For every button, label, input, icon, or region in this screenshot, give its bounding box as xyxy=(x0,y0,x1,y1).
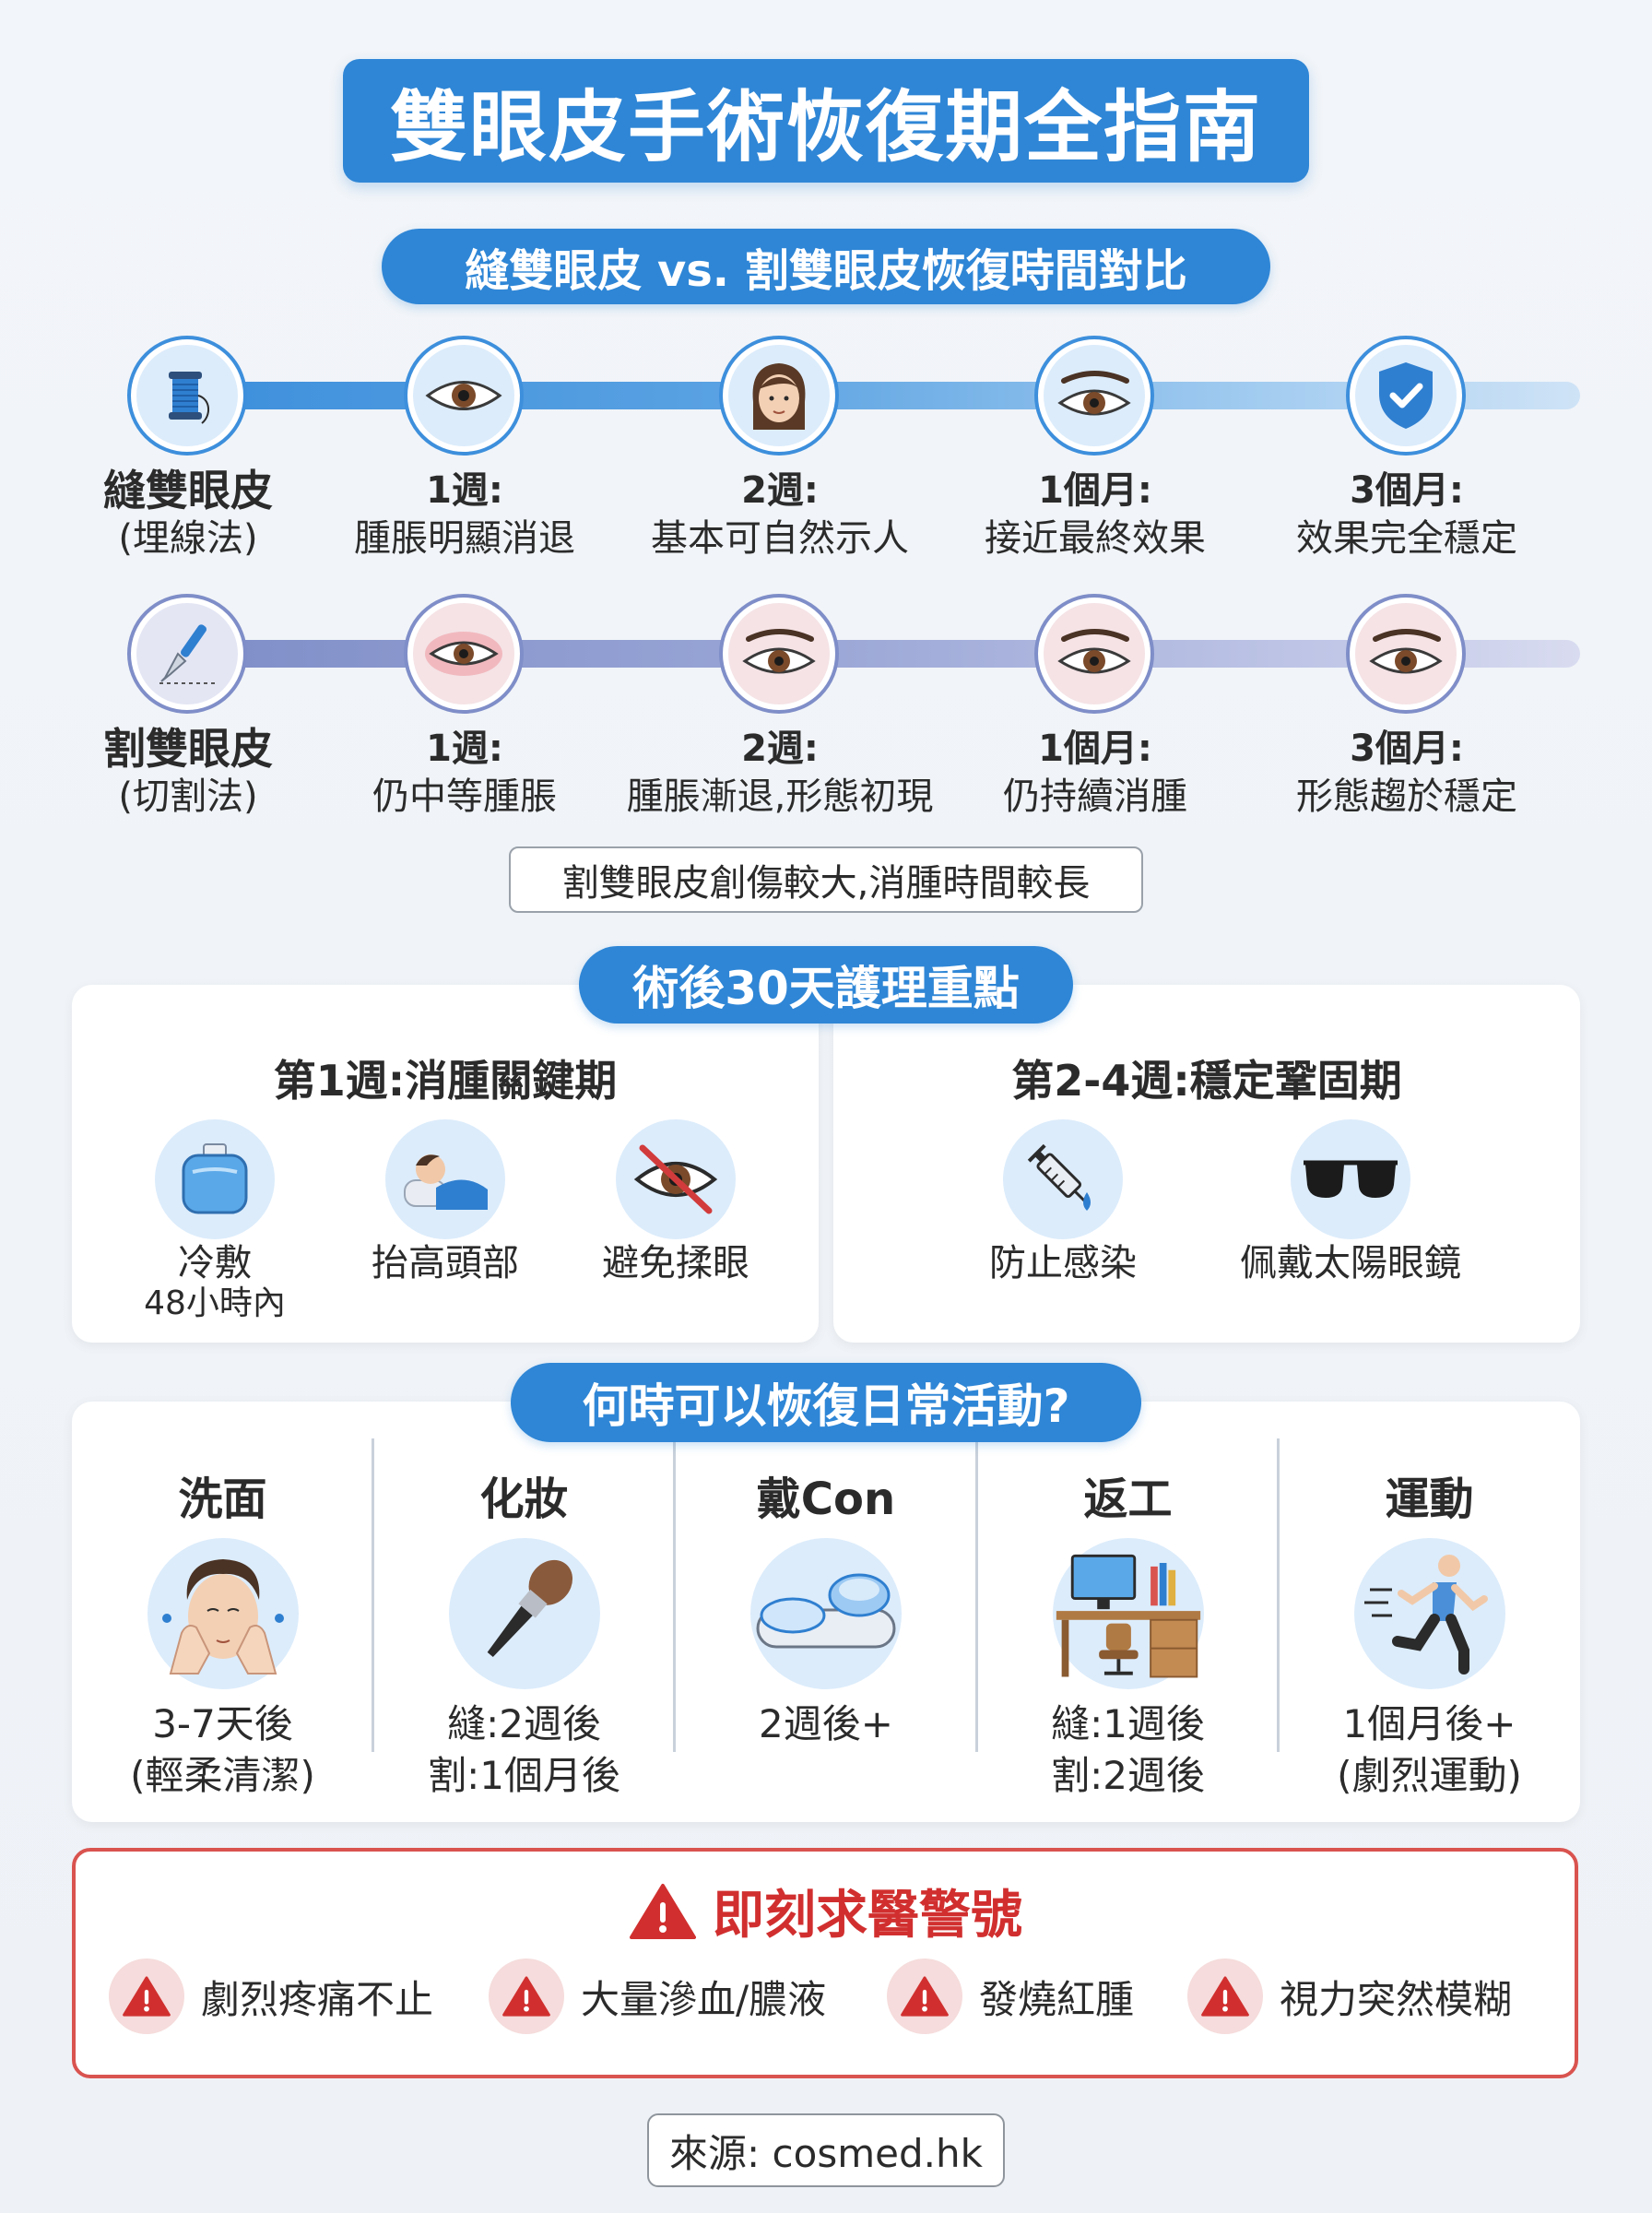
suture-step2-desc: 基本可自然示人 xyxy=(651,517,909,560)
incision-week2-node xyxy=(719,594,839,714)
warning-icon xyxy=(630,1883,696,1939)
warning-icon xyxy=(887,1959,962,2034)
suture-step3-desc: 接近最終效果 xyxy=(985,517,1206,560)
warning-icon xyxy=(489,1959,564,2034)
care-section-title: 術後30天護理重點 xyxy=(579,946,1073,1024)
warning-item: 視力突然模糊 xyxy=(1187,1959,1512,2034)
incision-month3-node xyxy=(1346,594,1466,714)
incision-label: 割雙眼皮 xyxy=(103,724,273,774)
care-item-label: 防止感染 xyxy=(989,1242,1137,1284)
week1-title: 第1週:消腫關鍵期 xyxy=(273,1056,618,1106)
source-label: 來源: cosmed.hk xyxy=(647,2113,1005,2187)
warning-item: 大量滲血/膿液 xyxy=(489,1959,826,2034)
activity-time-1: 縫:1週後 xyxy=(1051,1701,1205,1746)
incision-month1-node xyxy=(1034,594,1154,714)
suture-step4-desc: 效果完全穩定 xyxy=(1296,517,1517,560)
suture-start-node xyxy=(127,336,247,456)
eye-with-brow-icon xyxy=(1044,603,1145,704)
swollen-eye-icon xyxy=(413,603,514,704)
activity-name: 戴Con xyxy=(756,1473,896,1525)
sunglasses-icon xyxy=(1291,1119,1410,1239)
activity-name: 運動 xyxy=(1385,1473,1474,1525)
incision-step1-time: 1週: xyxy=(426,728,503,770)
warning-item: 發燒紅腫 xyxy=(887,1959,1134,2034)
care-item-label: 冷敷 xyxy=(178,1242,252,1284)
incision-step1-desc: 仍中等腫脹 xyxy=(372,775,557,818)
eye-with-brow-icon xyxy=(1355,603,1457,704)
eye-with-brow-icon xyxy=(1044,345,1145,446)
warning-item: 劇烈疼痛不止 xyxy=(109,1959,433,2034)
activity-time-1: 1個月後+ xyxy=(1342,1701,1516,1746)
suture-week2-node xyxy=(719,336,839,456)
activity-exercise: 運動 1個月後+ (劇烈運動) xyxy=(1279,1402,1580,1822)
makeup-brush-icon xyxy=(449,1538,600,1689)
activity-time-1: 2週後+ xyxy=(759,1701,893,1746)
activity-time-1: 縫:2週後 xyxy=(447,1701,601,1746)
suture-step2-time: 2週: xyxy=(741,469,819,512)
suture-method: (埋線法) xyxy=(118,517,258,560)
warning-text: 視力突然模糊 xyxy=(1280,1976,1513,2022)
activity-time-2: (劇烈運動) xyxy=(1337,1753,1522,1798)
incision-step3-desc: 仍持續消腫 xyxy=(1003,775,1187,818)
incision-start-node xyxy=(127,594,247,714)
running-icon xyxy=(1354,1538,1505,1689)
eye-with-brow-icon xyxy=(728,603,830,704)
incision-step4-time: 3個月: xyxy=(1350,728,1464,770)
suture-step3-time: 1個月: xyxy=(1038,469,1152,512)
scalpel-icon xyxy=(136,603,238,704)
warning-text: 劇烈疼痛不止 xyxy=(201,1976,434,2022)
activity-name: 化妝 xyxy=(479,1473,569,1525)
incision-week1-node xyxy=(404,594,524,714)
activity-work: 返工 縫:1週後 割:2週後 xyxy=(977,1402,1279,1822)
warning-icon xyxy=(1187,1959,1263,2034)
shield-check-icon xyxy=(1355,345,1457,446)
face-wash-icon xyxy=(148,1538,299,1689)
incision-step2-time: 2週: xyxy=(741,728,819,770)
suture-step1-desc: 腫脹明顯消退 xyxy=(354,517,575,560)
week24-card xyxy=(833,985,1580,1343)
syringe-icon xyxy=(1003,1119,1123,1239)
activity-time-2: 割:2週後 xyxy=(1051,1753,1205,1798)
warning-title: 即刻求醫警號 xyxy=(713,1886,1022,1946)
thread-spool-icon xyxy=(136,345,238,446)
warning-box xyxy=(72,1848,1578,2078)
incision-step2-desc: 腫脹漸退,形態初現 xyxy=(626,775,934,818)
incision-step3-time: 1個月: xyxy=(1038,728,1152,770)
compare-note: 割雙眼皮創傷較大,消腫時間較長 xyxy=(509,846,1143,913)
week24-title: 第2-4週:穩定鞏固期 xyxy=(1011,1056,1402,1106)
suture-week1-node xyxy=(404,336,524,456)
contact-lens-case-icon xyxy=(750,1538,902,1689)
activities-section-title: 何時可以恢復日常活動? xyxy=(511,1363,1141,1442)
activity-time-2: 割:1個月後 xyxy=(428,1753,620,1798)
activity-wash: 洗面 3-7天後 (輕柔清潔) xyxy=(72,1402,373,1822)
activity-makeup: 化妝 縫:2週後 割:1個月後 xyxy=(373,1402,675,1822)
compare-section-title: 縫雙眼皮 vs. 割雙眼皮恢復時間對比 xyxy=(382,229,1270,304)
suture-step4-time: 3個月: xyxy=(1350,469,1464,512)
care-item-sub: 48小時內 xyxy=(144,1284,286,1322)
suture-month3-node xyxy=(1346,336,1466,456)
pillow-sleep-icon xyxy=(385,1119,505,1239)
activity-time-2: (輕柔清潔) xyxy=(130,1753,315,1798)
activity-name: 返工 xyxy=(1083,1473,1173,1525)
warning-icon xyxy=(109,1959,184,2034)
ice-pack-icon xyxy=(155,1119,275,1239)
page-title: 雙眼皮手術恢復期全指南 xyxy=(343,59,1309,183)
activity-time-1: 3-7天後 xyxy=(152,1701,293,1746)
office-desk-icon xyxy=(1053,1538,1204,1689)
suture-month1-node xyxy=(1034,336,1154,456)
incision-method: (切割法) xyxy=(118,775,258,818)
no-rub-eye-icon xyxy=(616,1119,736,1239)
warning-text: 發燒紅腫 xyxy=(979,1976,1135,2022)
suture-step1-time: 1週: xyxy=(426,469,503,512)
activity-contact-lens: 戴Con 2週後+ xyxy=(675,1402,977,1822)
incision-step4-desc: 形態趨於穩定 xyxy=(1296,775,1517,818)
care-item-label: 避免揉眼 xyxy=(602,1242,749,1284)
suture-label: 縫雙眼皮 xyxy=(103,466,273,515)
activity-name: 洗面 xyxy=(178,1473,267,1525)
warning-text: 大量滲血/膿液 xyxy=(581,1976,827,2022)
eye-icon xyxy=(413,345,514,446)
woman-face-icon xyxy=(728,345,830,446)
care-item-label: 抬高頭部 xyxy=(372,1242,519,1284)
care-item-label: 佩戴太陽眼鏡 xyxy=(1240,1242,1461,1284)
